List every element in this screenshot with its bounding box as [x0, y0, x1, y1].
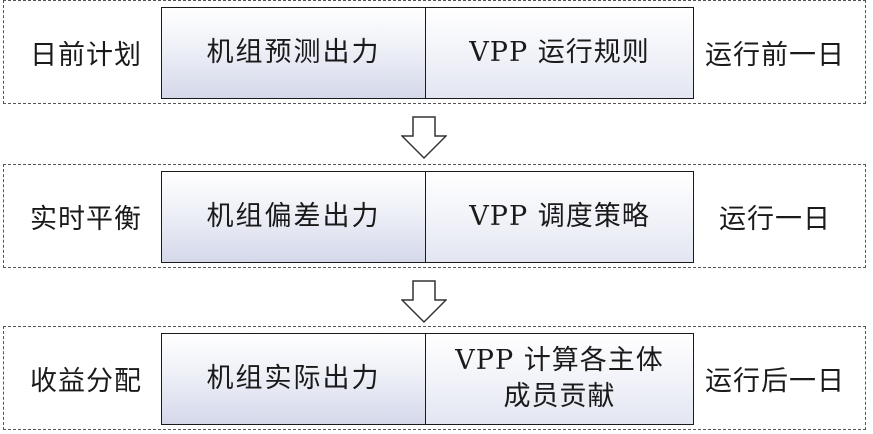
- stage-label: 实时平衡: [30, 203, 142, 235]
- vpp-action-line: VPP 计算各主体: [455, 345, 664, 376]
- vpp-action-cell: VPP 运行规则: [426, 8, 693, 98]
- vpp-action-cell: VPP 调度策略: [426, 172, 693, 262]
- stage-label: 收益分配: [30, 365, 142, 397]
- stage-content-box: 机组偏差出力 VPP 调度策略: [161, 171, 694, 263]
- timing-label: 运行一日: [719, 203, 831, 235]
- stage-content-box: 机组实际出力 VPP 计算各主体 成员贡献: [161, 333, 694, 425]
- unit-output-cell: 机组偏差出力: [162, 172, 426, 262]
- stage-real-time-balancing: 实时平衡 机组偏差出力 VPP 调度策略 运行一日: [3, 164, 866, 268]
- vpp-action-cell: VPP 计算各主体 成员贡献: [426, 334, 693, 424]
- stage-day-ahead-planning: 日前计划 机组预测出力 VPP 运行规则 运行前一日: [3, 0, 866, 104]
- unit-output-cell: 机组预测出力: [162, 8, 426, 98]
- down-arrow-icon: [401, 116, 447, 160]
- stage-label: 日前计划: [30, 39, 142, 71]
- timing-label: 运行前一日: [705, 39, 845, 71]
- stage-revenue-allocation: 收益分配 机组实际出力 VPP 计算各主体 成员贡献 运行后一日: [3, 326, 866, 430]
- vpp-action-line: 成员贡献: [503, 381, 616, 412]
- timing-label: 运行后一日: [705, 365, 845, 397]
- down-arrow-icon: [401, 280, 447, 324]
- stage-content-box: 机组预测出力 VPP 运行规则: [161, 7, 694, 99]
- unit-output-cell: 机组实际出力: [162, 334, 426, 424]
